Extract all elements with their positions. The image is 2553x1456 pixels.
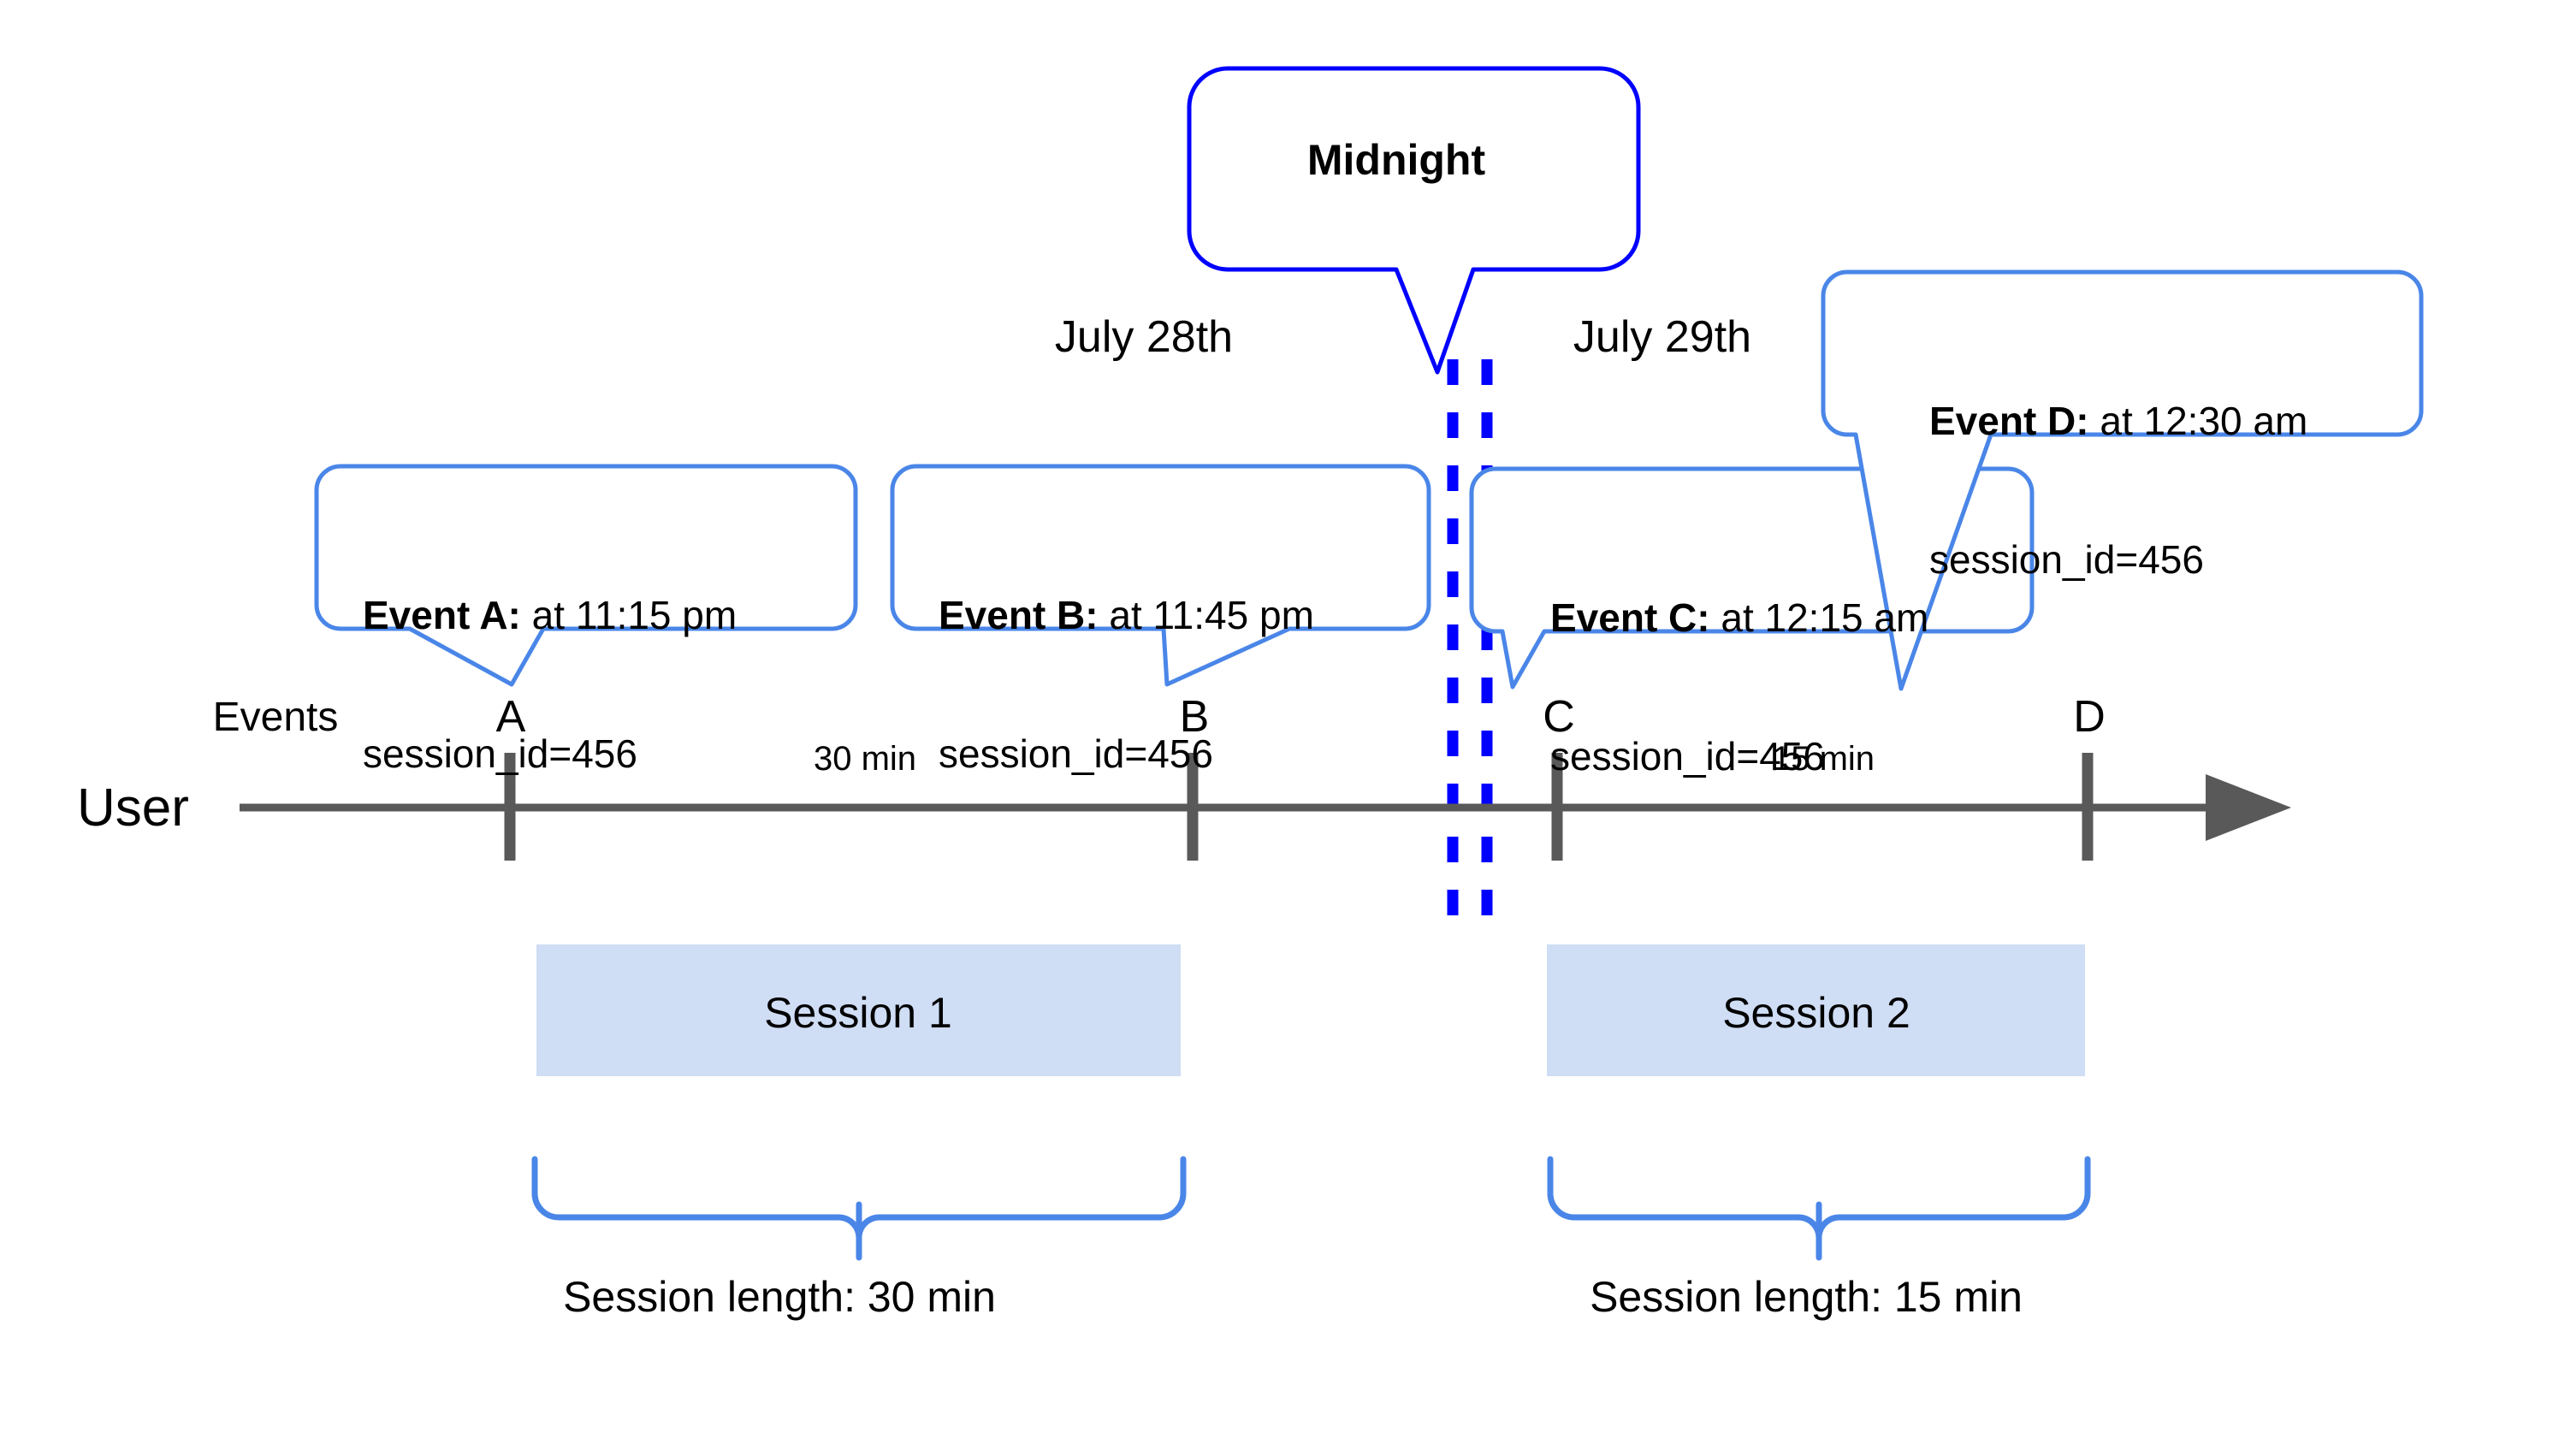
event-b-text: Event B: at 11:45 pm session_id=456 xyxy=(939,499,1314,870)
axis-ticks xyxy=(504,753,2094,861)
event-d-line-1: Event D: at 12:30 am xyxy=(1929,398,2307,444)
event-b-callout xyxy=(890,464,1431,687)
duration-label-ab: 30 min xyxy=(813,740,917,778)
session-1-brace xyxy=(531,1156,1187,1261)
session-2-bar xyxy=(1547,944,2085,1076)
event-a-bubble-shape xyxy=(314,464,858,687)
event-a-line-2: session_id=456 xyxy=(363,731,637,777)
event-a-detail: at 11:15 pm xyxy=(520,592,737,637)
event-b-detail: at 11:45 pm xyxy=(1098,592,1314,637)
midnight-label: Midnight xyxy=(1306,136,1486,184)
midnight-callout xyxy=(1187,66,1641,375)
event-d-detail: at 12:30 am xyxy=(2088,398,2308,443)
tick-label-a: A xyxy=(495,692,526,742)
event-b-bubble-shape xyxy=(890,464,1431,687)
event-d-text: Event D: at 12:30 am session_id=456 xyxy=(1929,305,2307,676)
session-2-brace xyxy=(1547,1156,2091,1261)
tick-label-d: D xyxy=(2073,692,2106,742)
event-b-line-1: Event B: at 11:45 pm xyxy=(939,592,1314,638)
date-label-july-28: July 28th xyxy=(1054,312,1234,362)
session-2-length-label: Session length: 15 min xyxy=(1590,1273,2023,1321)
duration-label-cd: 15 min xyxy=(1771,740,1875,778)
axis-arrowhead-icon xyxy=(2206,774,2291,841)
event-d-callout xyxy=(1821,269,2424,691)
event-a-text: Event A: at 11:15 pm session_id=456 xyxy=(363,499,737,870)
event-c-detail: at 12:15 am xyxy=(1709,595,1929,640)
event-b-title: Event B: xyxy=(939,592,1099,637)
tick-label-b: B xyxy=(1179,692,1210,742)
midnight-divider xyxy=(1447,359,1493,929)
session-1-bar xyxy=(536,944,1181,1076)
session-2-label: Session 2 xyxy=(1722,989,1910,1037)
timeline-axis xyxy=(240,774,2291,841)
session-1-length-label: Session length: 30 min xyxy=(563,1273,996,1321)
event-c-line-1: Event C: at 12:15 am xyxy=(1550,595,1928,641)
event-c-text: Event C: at 12:15 am session_id=456 xyxy=(1550,501,1928,873)
event-d-bubble-shape xyxy=(1821,269,2424,691)
row-label-events: Events xyxy=(212,695,339,740)
tick-label-c: C xyxy=(1543,692,1575,742)
date-label-july-29: July 29th xyxy=(1573,312,1752,362)
event-b-line-2: session_id=456 xyxy=(939,731,1213,777)
event-a-line-1: Event A: at 11:15 pm xyxy=(363,592,737,638)
row-label-user: User xyxy=(77,778,189,837)
event-d-line-2: session_id=456 xyxy=(1929,537,2204,583)
event-a-callout xyxy=(314,464,858,687)
event-a-title: Event A: xyxy=(363,592,521,637)
event-c-line-2: session_id=456 xyxy=(1550,734,1825,779)
session-1-label: Session 1 xyxy=(764,989,952,1037)
event-d-title: Event D: xyxy=(1929,398,2089,443)
event-c-title: Event C: xyxy=(1550,595,1710,640)
midnight-bubble-shape xyxy=(1187,66,1641,375)
